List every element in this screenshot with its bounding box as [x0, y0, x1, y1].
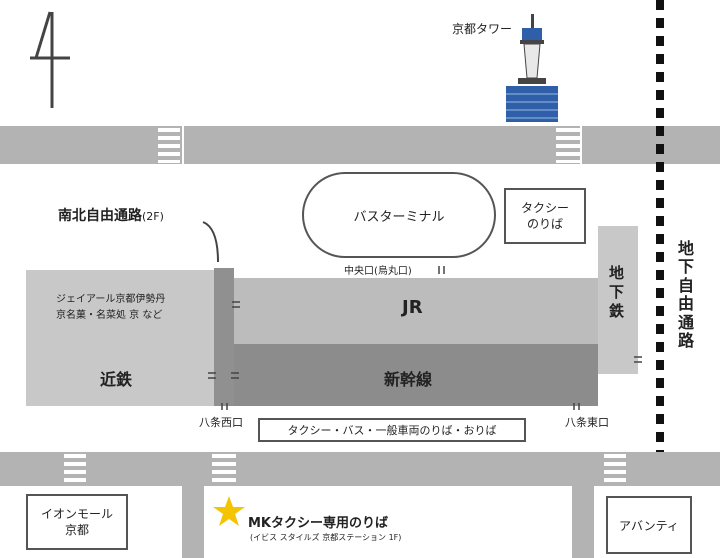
kintetsu-label: 近鉄 [100, 370, 133, 389]
south-road-left-branch [182, 486, 204, 558]
jr-building [222, 278, 598, 344]
shinkansen-label: 新幹線 [384, 370, 433, 389]
crosswalk-north-left [158, 128, 180, 163]
passage-leader-line [202, 221, 219, 263]
kyoto-tower-icon [506, 14, 558, 122]
crosswalk-south-mid [212, 454, 236, 482]
aeon-mall-box: イオンモール 京都 [26, 494, 128, 550]
central-exit-label: 中央口(烏丸口) [344, 266, 412, 277]
jr-label: JR [402, 297, 423, 318]
hachijo-west-label: 八条西口 [199, 416, 243, 429]
entrance-markers [208, 266, 642, 410]
north-south-passage [214, 268, 234, 406]
kintetsu-building [26, 270, 222, 406]
taxi-pickup-box: タクシー のりば [504, 188, 586, 244]
taxi-bus-general-box: タクシー・バス・一般車両のりば・おりば [258, 418, 526, 442]
north-south-passage-label: 南北自由通路(2F) [58, 208, 164, 224]
subway-block [598, 226, 638, 374]
crosswalk-north-right [556, 128, 580, 163]
shinkansen-building [222, 344, 598, 406]
underground-passage-label: 地 下 自 由 通 路 [678, 239, 695, 351]
kyoto-tower-label: 京都タワー [452, 22, 513, 36]
south-road [0, 452, 720, 486]
crosswalk-south-right [604, 454, 626, 482]
north-arrow-icon [30, 11, 70, 108]
bus-terminal: バスターミナル [302, 172, 496, 258]
subway-label: 地 下 鉄 [609, 264, 625, 320]
south-road-right-branch [572, 486, 594, 558]
north-road [0, 126, 720, 164]
shops-label-line1: ジェイアール京都伊勢丹 [56, 294, 166, 305]
star-icon [213, 496, 245, 526]
mk-taxi-sub-label: (イビス スタイルズ 京都ステーション 1F) [250, 533, 402, 542]
hachijo-east-label: 八条東口 [565, 416, 609, 429]
shops-label-line2: 京名菓・名菜処 京 など [56, 310, 163, 321]
mk-taxi-label: MKタクシー専用のりば [248, 516, 389, 531]
avanti-box: アバンティ [606, 496, 692, 554]
crosswalk-south-left [64, 454, 86, 482]
